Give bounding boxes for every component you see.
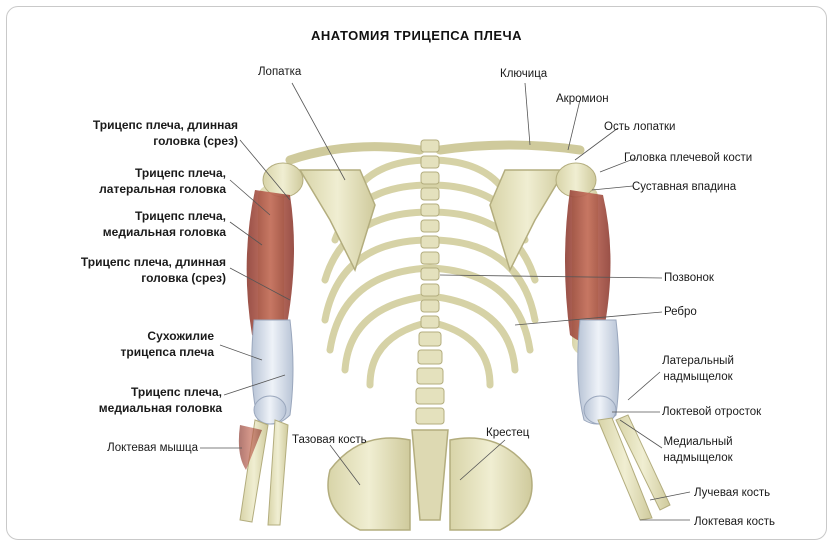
label-loktevaya-myshtsa: Локтевая мышца bbox=[30, 440, 198, 456]
label-loktevoy-otrostok: Локтевой отросток bbox=[662, 404, 761, 420]
label-triceps-long-head-cut-2: Трицепс плеча, длинная головка (срез) bbox=[30, 254, 226, 286]
label-medialnyy-nadmyshchelok: Медиальный надмыщелок bbox=[652, 434, 744, 466]
label-triceps-medial-head-2: Трицепс плеча, медиальная головка bbox=[30, 384, 222, 416]
label-akromion: Акромион bbox=[556, 91, 609, 107]
label-krestets: Крестец bbox=[486, 425, 529, 441]
label-loktevaya-kost: Локтевая кость bbox=[694, 514, 775, 530]
right-arm bbox=[556, 163, 670, 520]
clavicle-left bbox=[290, 147, 420, 160]
label-sustavnaya-vpadina: Суставная впадина bbox=[632, 179, 736, 195]
label-golovka-plechevoy-kosti: Головка плечевой кости bbox=[624, 150, 752, 166]
label-triceps-medial-head-1: Трицепс плеча, медиальная головка bbox=[30, 208, 226, 240]
clavicle-right bbox=[440, 145, 580, 150]
sacrum bbox=[412, 430, 448, 520]
label-triceps-long-head-cut-1: Трицепс плеча, длинная головка (срез) bbox=[30, 117, 238, 149]
label-tazovaya-kost: Тазовая кость bbox=[292, 432, 367, 448]
label-rebro: Ребро bbox=[664, 304, 697, 320]
diagram-title: АНАТОМИЯ ТРИЦЕПСА ПЛЕЧА bbox=[0, 28, 833, 43]
pelvis-right bbox=[450, 438, 532, 530]
label-triceps-tendon: Сухожилие трицепса плеча bbox=[30, 328, 214, 360]
pelvis-left bbox=[328, 438, 410, 530]
label-pozvonok: Позвонок bbox=[664, 270, 714, 286]
left-arm bbox=[239, 163, 303, 525]
label-lopatka: Лопатка bbox=[258, 64, 301, 80]
label-luchevaya-kost: Лучевая кость bbox=[694, 485, 770, 501]
label-ost-lopatki: Ость лопатки bbox=[604, 119, 675, 135]
label-lateralnyy-nadmyshchelok: Латеральный надмыщелок bbox=[652, 353, 744, 385]
label-klyuchitsa: Ключица bbox=[500, 66, 547, 82]
label-triceps-lateral-head: Трицепс плеча, латеральная головка bbox=[30, 165, 226, 197]
